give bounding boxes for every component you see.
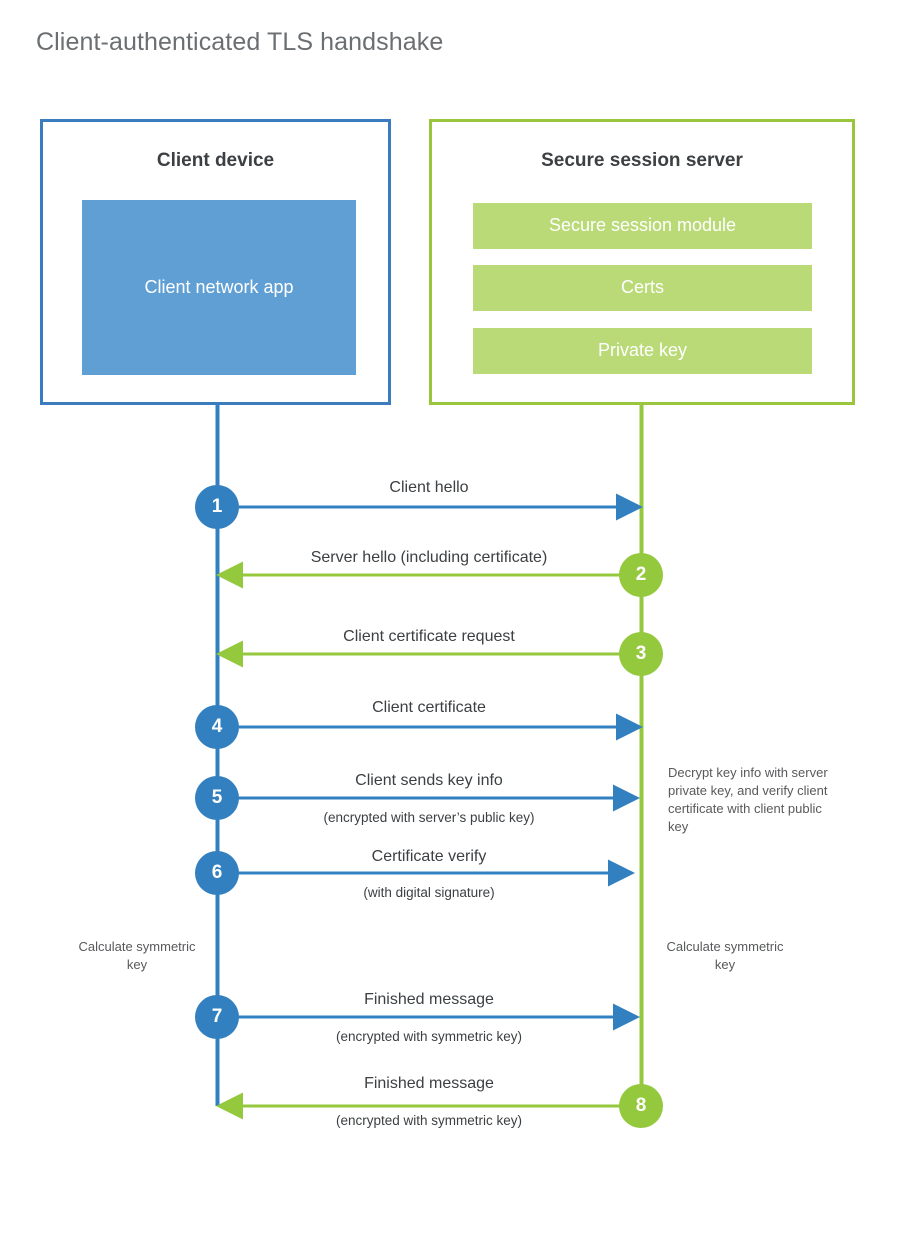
step-marker-8[interactable]: 8 bbox=[619, 1084, 663, 1128]
secure-session-server-box: Secure session server Secure session mod… bbox=[429, 119, 855, 405]
server-decrypt-note: Decrypt key info with server private key… bbox=[668, 765, 828, 834]
secure-session-server-title: Secure session server bbox=[541, 150, 743, 171]
server-calculate-symmetric-key-note: Calculate symmetric key bbox=[666, 939, 784, 972]
certs-block: Certs bbox=[473, 265, 812, 311]
message-label-3: Client certificate request bbox=[343, 628, 515, 645]
step-marker-1[interactable]: 1 bbox=[195, 485, 239, 529]
message-sublabel-6: (with digital signature) bbox=[363, 885, 495, 900]
message-label-7: Finished message bbox=[364, 991, 494, 1008]
message-sublabel-8: (encrypted with symmetric key) bbox=[335, 1113, 523, 1128]
step-marker-3[interactable]: 3 bbox=[619, 632, 663, 676]
client-calculate-symmetric-key-note: Calculate symmetric key bbox=[78, 939, 196, 972]
client-network-app-block: Client network app bbox=[82, 200, 356, 375]
message-label-4: Client certificate bbox=[372, 699, 486, 716]
message-sublabel-5: (encrypted with server’s public key) bbox=[323, 810, 535, 825]
message-label-6: Certificate verify bbox=[371, 848, 487, 865]
secure-session-module-block: Secure session module bbox=[473, 203, 812, 249]
message-sublabel-7: (encrypted with symmetric key) bbox=[335, 1029, 523, 1044]
message-label-1: Client hello bbox=[389, 479, 469, 496]
message-label-5: Client sends key info bbox=[355, 772, 503, 789]
client-device-title: Client device bbox=[156, 150, 275, 171]
step-marker-6[interactable]: 6 bbox=[195, 851, 239, 895]
private-key-block: Private key bbox=[473, 328, 812, 374]
step-marker-2[interactable]: 2 bbox=[619, 553, 663, 597]
step-marker-5[interactable]: 5 bbox=[195, 776, 239, 820]
message-label-8: Finished message bbox=[364, 1075, 494, 1092]
page-title: Client-authenticated TLS handshake bbox=[36, 28, 444, 56]
client-device-box: Client device Client network app bbox=[40, 119, 391, 405]
step-marker-7[interactable]: 7 bbox=[195, 995, 239, 1039]
message-label-2: Server hello (including certificate) bbox=[310, 549, 548, 566]
step-marker-4[interactable]: 4 bbox=[195, 705, 239, 749]
